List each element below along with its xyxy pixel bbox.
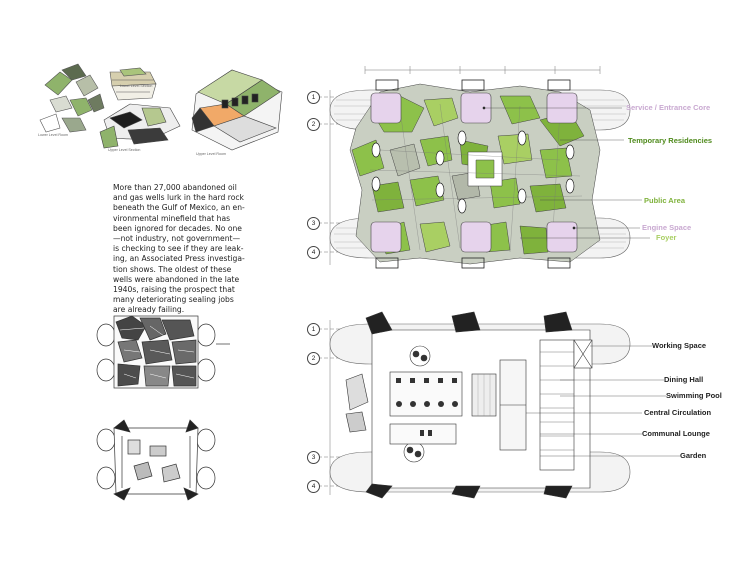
blurb-line: More than 27,000 abandoned oil: [113, 183, 237, 192]
upper-level-section-label: Upper Level Section: [108, 148, 141, 152]
legend-public-area: Public Area: [644, 196, 685, 205]
legend-foyer: Foyer: [656, 233, 677, 242]
legend-central-circulation: Central Circulation: [644, 408, 712, 417]
lower-plan-body: [345, 311, 593, 499]
blurb-line: wells were abandoned in the late: [113, 274, 240, 284]
legend-engine-space: Engine Space: [642, 223, 692, 232]
upper-level-section-diagram: [99, 103, 181, 149]
lower-level-room-label: Lower Level Room: [38, 133, 68, 137]
grid-marker-3: 3: [307, 217, 320, 230]
upper-level-room-diagram: [191, 69, 283, 151]
grid-marker-3-lower: 3: [307, 451, 320, 464]
blurb-line: 1940s, raising the prospect that: [113, 285, 235, 295]
legend-dining-hall: Dining Hall: [664, 375, 704, 384]
lower-level-section-diagram: [109, 67, 157, 101]
small-upper-plan: [96, 315, 230, 389]
description-text: More than 27,000 abandoned oil and gas w…: [113, 183, 273, 316]
grid-marker-2-lower: 2: [307, 352, 320, 365]
small-lower-plan: [96, 419, 216, 501]
lower-level-section-label: Lower Level Section: [120, 84, 153, 88]
grid-marker-4-lower: 4: [307, 480, 320, 493]
grid-marker-1: 1: [307, 91, 320, 104]
blurb-line: —not industry, not government—: [113, 234, 241, 244]
grid-marker-4: 4: [307, 246, 320, 259]
blurb-line: beneath the Gulf of Mexico, an en-: [113, 203, 245, 213]
blurb-line: and gas wells lurk in the hard rock: [113, 193, 244, 203]
legend-temporary-residencies: Temporary Residencies: [628, 136, 713, 145]
blurb-line: been ignored for decades. No one: [113, 223, 242, 233]
blurb-line: ing, an Associated Press investiga-: [113, 254, 245, 264]
legend-communal-lounge: Communal Lounge: [642, 429, 710, 438]
blurb-line: is checking to see if they are leak-: [113, 244, 244, 254]
lower-level-room-diagram: [39, 63, 105, 133]
legend-working-space: Working Space: [652, 341, 707, 350]
grid-marker-2: 2: [307, 118, 320, 131]
blurb-line: vironmental minefield that has: [113, 213, 231, 223]
legend-swimming-pool: Swimming Pool: [666, 391, 722, 400]
legend-service-entrance-core: Service / Entrance Core: [626, 103, 711, 112]
blurb-line: are already failing.: [113, 305, 185, 315]
upper-level-room-label: Upper Level Room: [196, 152, 226, 156]
blurb-line: many deteriorating sealing jobs: [113, 295, 234, 305]
legend-garden: Garden: [680, 451, 707, 460]
blurb-line: tion shows. The oldest of these: [113, 264, 232, 274]
residency-cells: [349, 83, 601, 265]
grid-marker-1-lower: 1: [307, 323, 320, 336]
